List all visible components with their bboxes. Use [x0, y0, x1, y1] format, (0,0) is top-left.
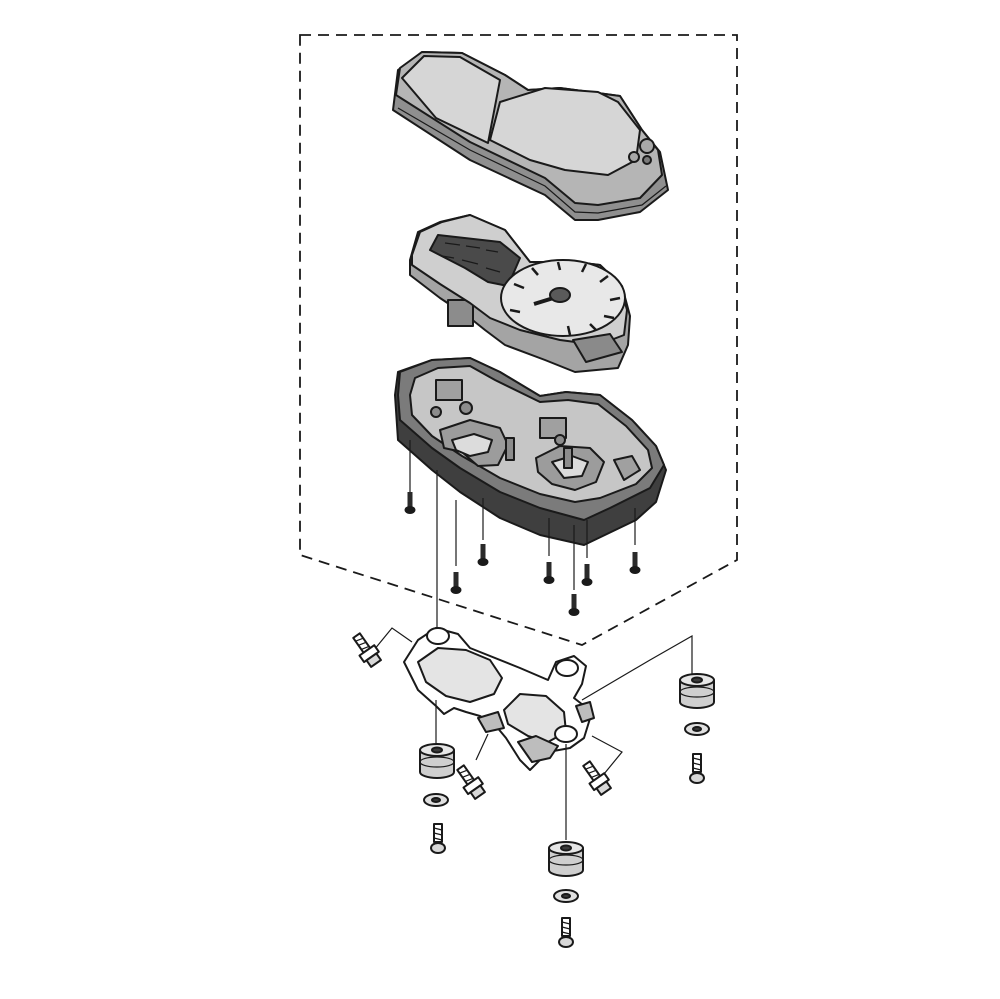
housing-screw: [450, 572, 462, 594]
bracket-bolt: [456, 764, 486, 800]
lcd-display: [429, 234, 521, 287]
lower-housing: [394, 357, 667, 546]
bracket-hole: [554, 725, 578, 743]
bracket-hole: [555, 659, 579, 677]
housing-screw: [543, 562, 555, 584]
washer: [423, 793, 449, 807]
mounting-screw: [689, 753, 705, 784]
housing-screw: [404, 492, 416, 514]
bracket-bolt: [352, 632, 382, 668]
mounting-bracket: [403, 627, 595, 771]
bracket-tab: [575, 701, 595, 723]
housing-screw: [477, 544, 489, 566]
housing-internal-bosses: [430, 379, 641, 491]
washer: [553, 889, 579, 903]
gauge-face: [409, 214, 631, 373]
bracket-leaders: [373, 627, 693, 840]
bracket-tab: [517, 735, 559, 763]
housing-screw-leaders: [409, 440, 636, 632]
tachometer-dial: [500, 259, 626, 337]
rubber-grommet: [679, 673, 715, 709]
housing-screw: [581, 564, 593, 586]
rubber-grommet: [419, 743, 455, 779]
rubber-grommet: [548, 841, 584, 877]
bracket-tab: [477, 711, 505, 733]
cover-lens: [392, 51, 669, 221]
bracket-hole: [426, 627, 450, 645]
mounting-screw: [430, 823, 446, 854]
cover-screw-boss: [628, 138, 655, 165]
washer: [684, 722, 710, 736]
indicator-strip: [572, 333, 623, 363]
housing-screw: [568, 594, 580, 616]
assembly-boundary: [299, 34, 738, 646]
needle-hub: [549, 287, 571, 303]
bracket-bolt: [582, 760, 612, 796]
mounting-screw: [558, 917, 574, 948]
housing-screw: [629, 552, 641, 574]
